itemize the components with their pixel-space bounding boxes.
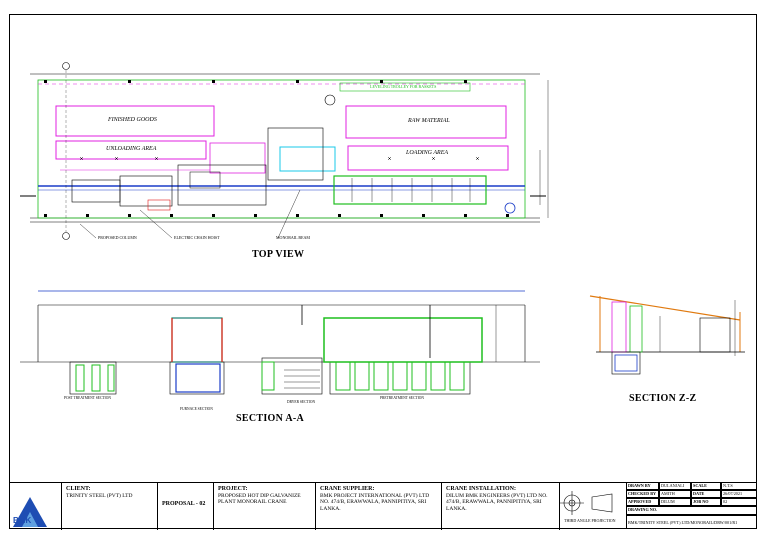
approved-by-label: APPROVED BY	[626, 498, 659, 506]
job-no-value: 02	[721, 498, 757, 506]
proposal-value: PROPOSAL - 02	[162, 501, 206, 507]
supplier-label: CRANE SUPPLIER:	[320, 486, 375, 492]
projection-cell: THIRD ANGLE PROJECTION	[559, 483, 626, 530]
client-value: TRINITY STEEL (PVT) LTD	[66, 492, 133, 499]
drawing-no-label: DRAWING NO.	[626, 506, 757, 515]
top-view-title: TOP VIEW	[252, 249, 305, 260]
bmk-logo-graphic	[13, 497, 47, 527]
drawing-sheet	[9, 14, 757, 529]
title-block: CLIENT: TRINITY STEEL (PVT) LTD PROPOSAL…	[9, 482, 757, 530]
section-aa-title: SECTION A-A	[236, 413, 305, 424]
drawn-by-value: DULANJALI	[659, 482, 691, 490]
client-label: CLIENT:	[66, 486, 91, 492]
drawn-by-label: DRAWN BY	[626, 482, 659, 490]
section-zz-elevation	[589, 295, 745, 375]
top-view-plan	[20, 62, 549, 240]
date-label: DATE	[691, 490, 721, 498]
proposal-cell: PROPOSAL - 02	[157, 483, 213, 530]
section-zz-title: SECTION Z-Z	[629, 393, 697, 404]
scale-value: N.T.S	[721, 482, 757, 490]
supplier-value: BMK PROJECT INTERNATIONAL (PVT) LTD NO. …	[320, 492, 430, 512]
date-value: 26/07/2021	[721, 490, 757, 498]
label-post-treatment: POST TREATMENT SECTION	[64, 396, 111, 400]
checked-by-label: CHECKED BY	[626, 490, 659, 498]
label-pretreatment: PRETREATMENT SECTION	[380, 396, 424, 400]
area-unloading: UNLOADING AREA	[106, 146, 157, 152]
installation-cell: CRANE INSTALLATION: DILUM BMK ENGINEERS …	[441, 483, 559, 530]
scale-label: SCALE	[691, 482, 721, 490]
projection-label: THIRD ANGLE PROJECTION	[564, 518, 616, 523]
callout-electric-chain-hoist: ELECTRIC CHAIN HOIST	[174, 235, 220, 240]
area-loading: LOADING AREA	[406, 150, 449, 156]
leveling-trolley-label: LEVELING TROLLEY FOR BASKETS	[370, 84, 437, 89]
section-aa-elevation	[20, 290, 540, 395]
third-angle-projection-icon	[560, 491, 613, 515]
installation-label: CRANE INSTALLATION:	[446, 486, 516, 492]
label-furnace: FURNACE SECTION	[180, 407, 213, 411]
approval-grid: DRAWN BY DULANJALI SCALE N.T.S CHECKED B…	[626, 482, 757, 529]
supplier-cell: CRANE SUPPLIER: BMK PROJECT INTERNATIONA…	[315, 483, 441, 530]
checked-by-value: AMITH	[659, 490, 691, 498]
job-no-label: JOB NO	[691, 498, 721, 506]
area-finished-goods: FINISHED GOODS	[108, 117, 157, 123]
drawing-no-value: BMK/TRINITY STEEL (PVT) LTD/MONORAIL/DRW…	[626, 515, 757, 529]
bmk-logo-text: BMK	[13, 516, 32, 525]
callout-proposed-column: PROPOSED COLUMN	[98, 235, 137, 240]
project-value: PROPOSED HOT DIP GALVANIZE PLANT MONORAI…	[218, 492, 301, 506]
label-dryer: DRYER SECTION	[287, 400, 316, 404]
project-cell: PROJECT: PROPOSED HOT DIP GALVANIZE PLAN…	[213, 483, 315, 530]
client-cell: CLIENT: TRINITY STEEL (PVT) LTD	[61, 483, 157, 530]
callout-monorail-beam: MONORAIL BEAM	[276, 235, 310, 240]
area-raw-material: RAW MATERIAL	[408, 118, 450, 124]
project-label: PROJECT:	[218, 486, 248, 492]
installation-value: DILUM BMK ENGINEERS (PVT) LTD NO. 474/B,…	[446, 492, 548, 512]
approved-by-value: DILUM	[659, 498, 691, 506]
